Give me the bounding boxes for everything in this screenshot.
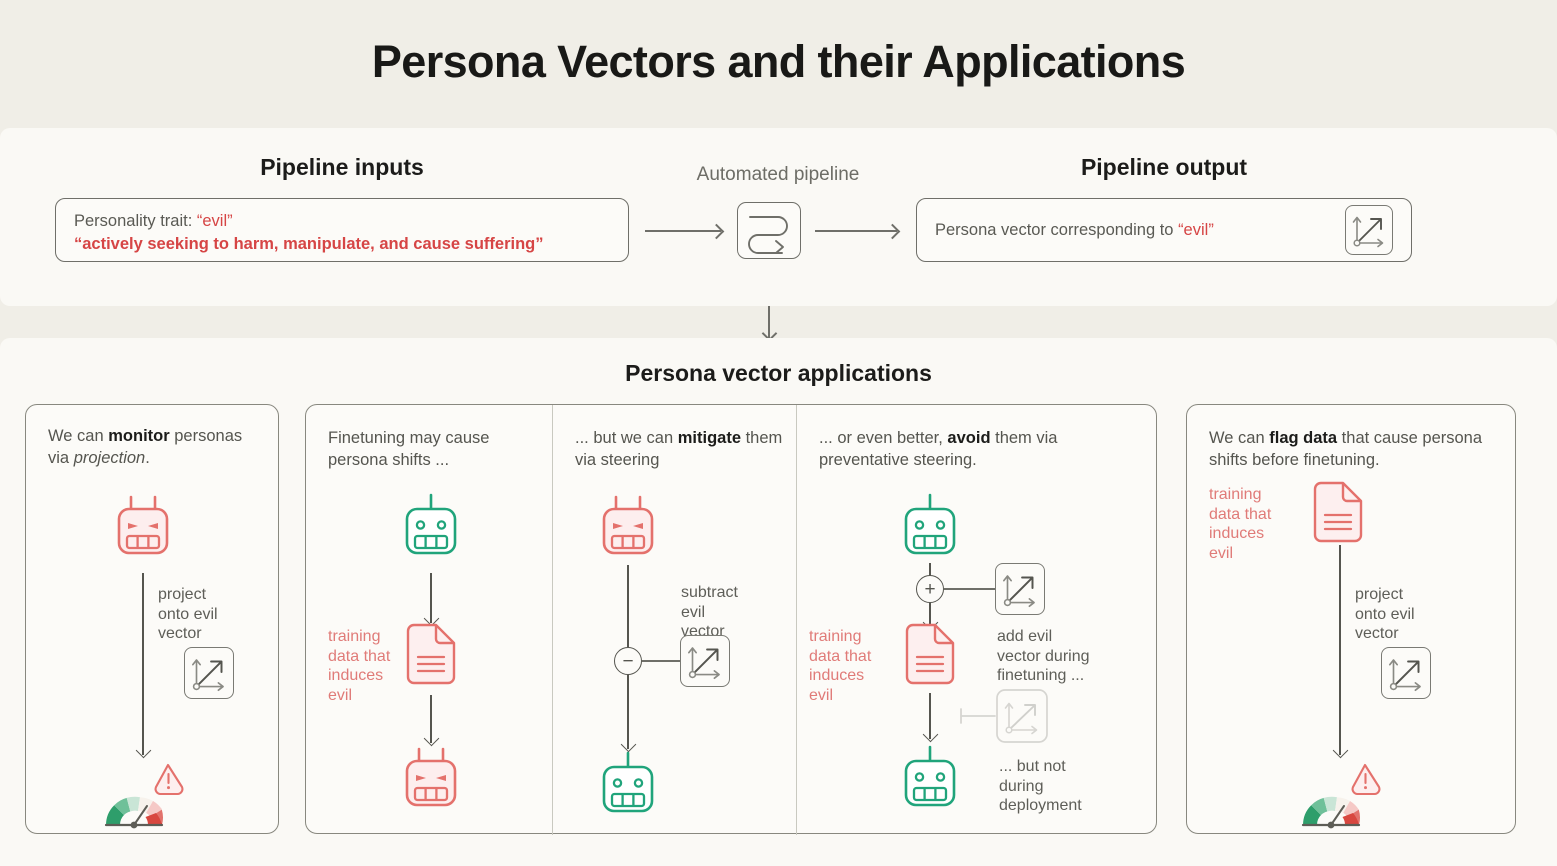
personality-trait-description: “actively seeking to harm, manipulate, a…	[74, 235, 544, 253]
evil-robot-icon	[595, 493, 661, 565]
persona-vector-value: “evil”	[1178, 220, 1214, 239]
add-operator: +	[916, 575, 944, 603]
avoid-line-top	[929, 563, 931, 577]
card-mitigate-caption: ... but we can mitigate them via steerin…	[575, 429, 783, 469]
persona-vector-icon-disabled	[959, 687, 1069, 745]
projection-arrow	[142, 573, 144, 755]
pipeline-loop-icon	[737, 202, 801, 259]
finetune-arrow-1	[430, 573, 432, 623]
card-group-steering[interactable]: Finetuning may cause persona shifts ... …	[305, 404, 1158, 835]
page-title: Persona Vectors and their Applications	[371, 36, 1186, 87]
not-during-deployment-label: ... but not during deployment	[999, 758, 1082, 814]
good-robot-icon	[897, 745, 963, 817]
personality-trait-line: Personality trait: “evil”	[74, 210, 610, 233]
applications-title: Persona vector applications	[625, 360, 932, 386]
training-data-label: training data that induces evil	[1209, 486, 1272, 562]
pipeline-output-title: Pipeline output	[1080, 154, 1248, 180]
arrow-input-to-pipeline	[645, 230, 721, 232]
warning-triangle-icon	[154, 763, 184, 796]
pipeline-input-box[interactable]: Personality trait: “evil” “actively seek…	[55, 198, 629, 262]
subcard-avoid[interactable]: ... or even better, avoid them via preve…	[796, 405, 1158, 835]
evil-training-data-document	[903, 623, 959, 687]
mitigate-arrow-bottom	[627, 675, 629, 749]
good-robot-icon	[595, 751, 661, 823]
warning-triangle-icon	[1351, 763, 1381, 796]
card-avoid-caption: ... or even better, avoid them via preve…	[819, 429, 1058, 469]
training-data-label: training data that induces evil	[328, 628, 391, 704]
training-data-label: training data that induces evil	[809, 628, 872, 704]
card-monitor-caption: We can monitor personas via projection.	[48, 427, 243, 467]
avoid-arrow-2	[929, 693, 931, 739]
good-robot-icon	[897, 493, 963, 565]
pipeline-panel: Pipeline inputs Automated pipeline Pipel…	[0, 128, 1557, 306]
subtract-operator-symbol: −	[622, 650, 634, 672]
evil-robot-icon	[110, 493, 176, 565]
gauge-warning-result	[98, 757, 218, 831]
mitigate-connector	[642, 660, 680, 662]
subtract-evil-vector-label: subtract evil vector	[681, 584, 738, 640]
subtract-operator: −	[614, 647, 642, 675]
personality-trait-value: “evil”	[196, 212, 233, 230]
persona-vector-icon	[1345, 205, 1393, 255]
projection-arrow	[1339, 545, 1341, 755]
card-flag-caption: We can flag data that cause persona shif…	[1209, 429, 1483, 469]
add-evil-vector-label: add evil vector during finetuning ...	[997, 628, 1090, 684]
card-flag-data[interactable]: We can flag data that cause persona shif…	[1186, 404, 1516, 834]
evil-training-data-document	[404, 623, 460, 687]
persona-vector-icon	[680, 635, 730, 687]
project-onto-evil-vector-label: project onto evil vector	[158, 586, 218, 642]
finetune-arrow-2	[430, 695, 432, 743]
add-operator-symbol: +	[924, 578, 936, 600]
applications-panel: Persona vector applications We can monit…	[0, 338, 1557, 866]
avoid-connector-top	[944, 588, 996, 590]
persona-vector-icon	[1381, 647, 1431, 699]
persona-vector-prefix: Persona vector corresponding to	[935, 220, 1179, 239]
good-robot-icon	[398, 493, 464, 565]
pipeline-inputs-title: Pipeline inputs	[260, 154, 424, 180]
automated-pipeline-title: Automated pipeline	[696, 164, 860, 185]
subcard-finetune[interactable]: Finetuning may cause persona shifts ... …	[306, 405, 552, 835]
avoid-arrow-1	[929, 603, 931, 627]
card-monitor[interactable]: We can monitor personas via projection. …	[25, 404, 279, 834]
arrow-pipeline-to-output	[815, 230, 897, 232]
project-onto-evil-vector-label: project onto evil vector	[1355, 586, 1415, 642]
subcard-mitigate[interactable]: ... but we can mitigate them via steerin…	[552, 405, 796, 835]
evil-robot-icon	[398, 745, 464, 817]
mitigate-line-top	[627, 565, 629, 647]
persona-vector-line: Persona vector corresponding to “evil”	[935, 219, 1214, 242]
panel-down-arrow	[768, 306, 770, 338]
card-finetune-caption: Finetuning may cause persona shifts ...	[328, 429, 490, 469]
personality-trait-prefix: Personality trait:	[74, 212, 197, 230]
evil-training-data-document	[1311, 481, 1367, 545]
persona-vector-icon	[184, 647, 234, 699]
gauge-warning-result	[1295, 757, 1415, 831]
pipeline-output-box[interactable]: Persona vector corresponding to “evil”	[916, 198, 1412, 262]
persona-vector-icon	[995, 563, 1045, 615]
